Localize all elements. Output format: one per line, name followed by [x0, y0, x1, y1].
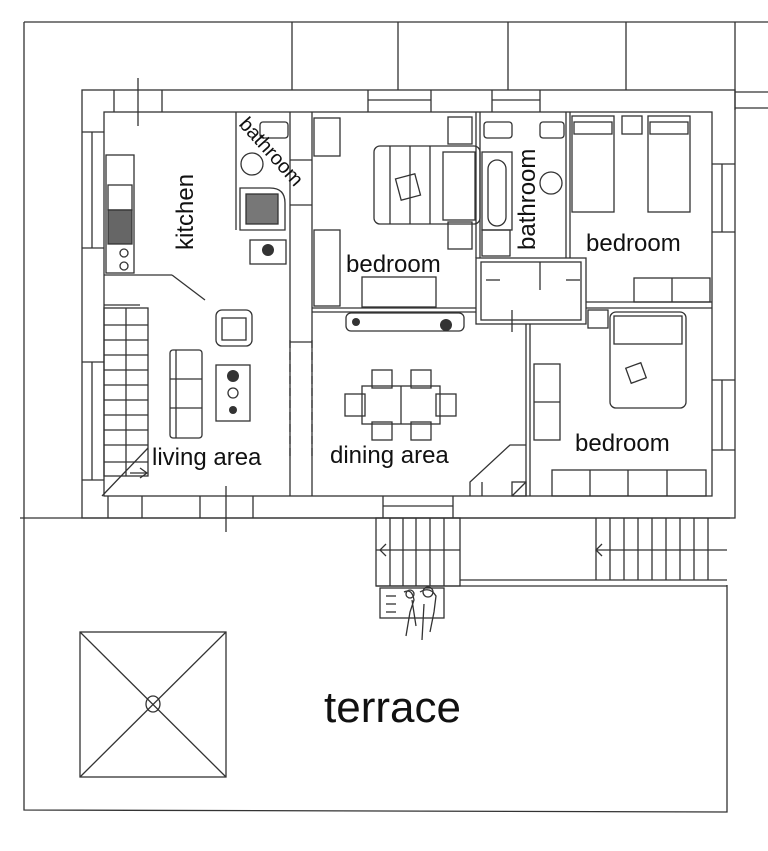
- bedroom-2-furniture: [571, 115, 711, 303]
- bedroom-3-furniture: [533, 309, 707, 497]
- dining-corner-steps: [469, 444, 527, 497]
- terrace-skylight: [79, 631, 227, 778]
- plants: [227, 244, 452, 414]
- room-label-terrace: terrace: [324, 683, 461, 732]
- planter-shelf: [345, 312, 465, 332]
- bathroom-2-fixtures: [481, 121, 565, 257]
- room-label-bathroom-2: bathroom: [514, 148, 541, 250]
- room-label-kitchen: kitchen: [172, 173, 199, 250]
- room-label-dining-area: dining area: [330, 442, 449, 469]
- room-label-bedroom-1: bedroom: [346, 251, 441, 278]
- kitchen-counter: [105, 154, 135, 274]
- living-furniture: [169, 309, 253, 439]
- room-label-bedroom-3: bedroom: [575, 430, 670, 457]
- dining-table: [344, 369, 457, 441]
- exterior-stairs: [375, 517, 727, 587]
- bathroom-1-fixtures: [239, 121, 289, 265]
- room-label-living-area: living area: [152, 444, 262, 471]
- bedroom-1-furniture: [313, 116, 481, 308]
- interior-stairs: [101, 307, 149, 497]
- people-figures: [379, 586, 445, 641]
- room-label-bedroom-2: bedroom: [586, 230, 681, 257]
